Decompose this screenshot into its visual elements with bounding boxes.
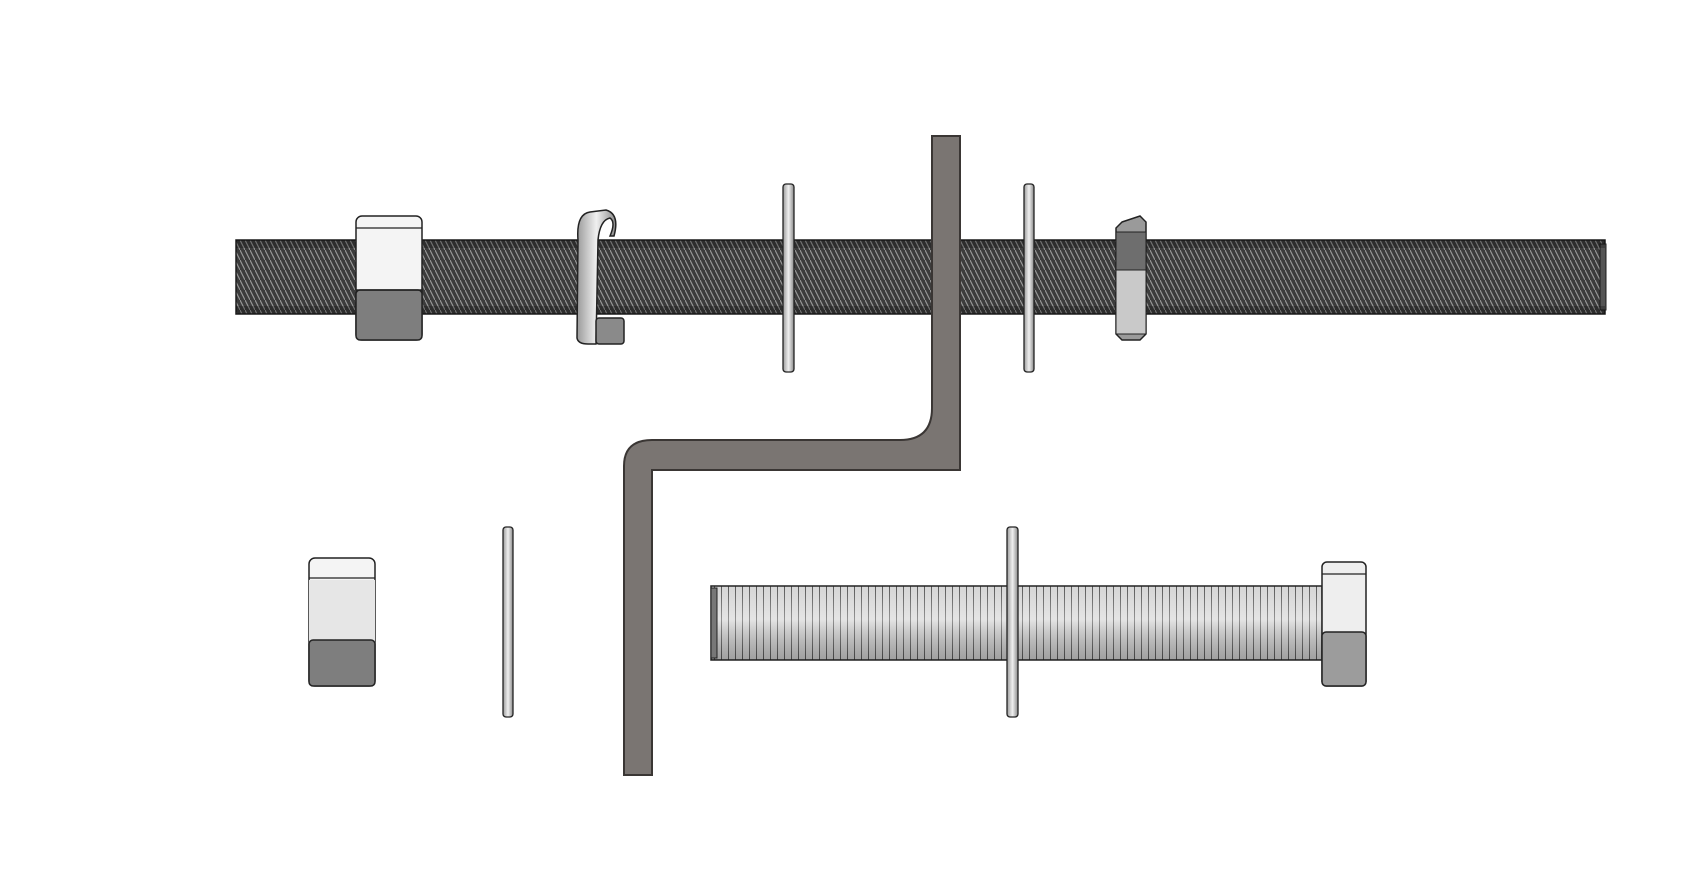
hex-nut-icon	[355, 215, 423, 341]
flat-washer-icon	[502, 526, 514, 718]
threaded-rod-icon	[235, 239, 1606, 315]
flat-washer-icon	[1006, 526, 1019, 718]
flat-washer-icon	[1023, 183, 1035, 373]
threaded-rod	[235, 239, 1607, 315]
hex-bolt-icon	[710, 561, 1367, 687]
z-bracket-icon	[623, 135, 961, 776]
hex-nut-icon	[308, 557, 376, 687]
flat-washer-icon	[782, 183, 795, 373]
split-lock-washer-icon	[576, 209, 625, 345]
jam-nut-icon	[1115, 215, 1147, 341]
